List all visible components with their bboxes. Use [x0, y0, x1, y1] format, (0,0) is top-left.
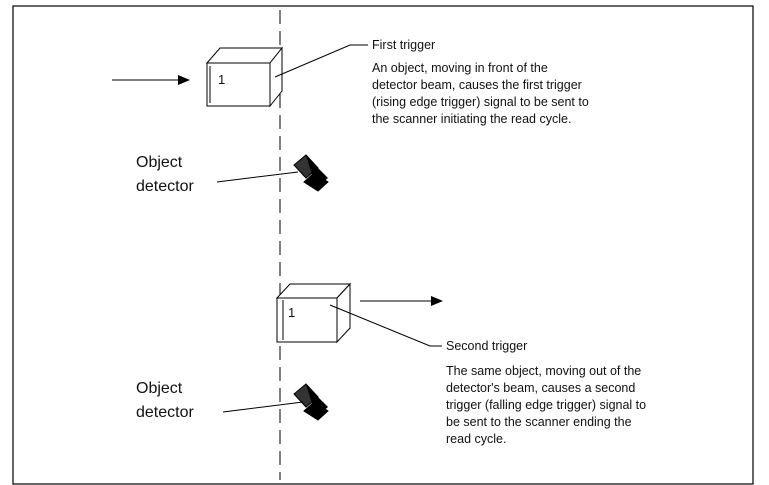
second-desc-line: The same object, moving out of the [446, 364, 642, 378]
first-desc-line: (rising edge trigger) signal to be sent … [372, 95, 589, 109]
object-detector-bottom [293, 383, 329, 421]
detector-top-leader [216, 171, 299, 183]
detector-bottom-line1: Object [136, 380, 183, 397]
second-trigger-title: Second trigger [446, 339, 528, 353]
second-trigger-description: The same object, moving out of the detec… [446, 363, 646, 448]
object-box-second [275, 282, 352, 344]
detector-top-label: Object detector [136, 151, 194, 199]
first-trigger-description: An object, moving in front of the detect… [372, 60, 589, 128]
outgoing-arrow [360, 296, 443, 306]
second-desc-line: trigger (falling edge trigger) signal to [446, 398, 647, 412]
second-trigger-leader [329, 304, 442, 347]
first-trigger-leader [274, 44, 368, 78]
incoming-arrow [112, 75, 190, 85]
detector-bottom-label: Object detector [136, 377, 194, 425]
detector-bottom-leader [222, 401, 304, 413]
second-desc-line: detector's beam, causes a second [446, 381, 636, 395]
first-trigger-title: First trigger [372, 38, 436, 52]
detector-bottom-line2: detector [136, 404, 194, 421]
detector-top-line2: detector [136, 178, 194, 195]
box-number-first: 1 [218, 72, 226, 87]
diagram-border [12, 5, 754, 485]
object-detector-top [293, 154, 329, 192]
second-desc-line: be sent to the scanner ending the [446, 415, 632, 429]
object-box-first [205, 46, 284, 108]
first-desc-line: An object, moving in front of the [372, 61, 548, 75]
detector-top-line1: Object [136, 154, 183, 171]
box-number-second: 1 [288, 305, 296, 320]
first-desc-line: the scanner initiating the read cycle. [372, 112, 572, 126]
second-desc-line: read cycle. [446, 432, 507, 446]
first-desc-line: detector beam, causes the first trigger [372, 78, 582, 92]
